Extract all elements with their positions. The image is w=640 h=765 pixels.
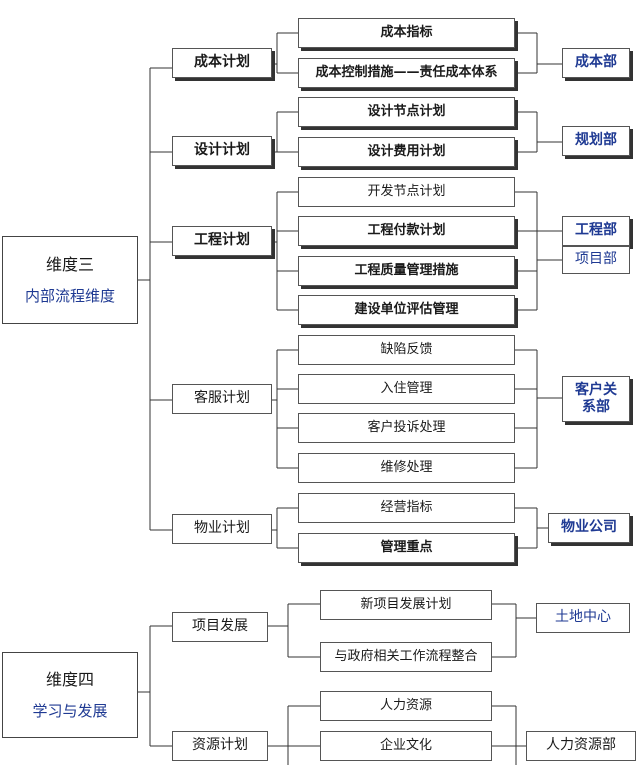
dept-project: 项目部 — [562, 246, 630, 274]
task-contractor-evaluation: 建设单位评估管理 — [298, 295, 515, 325]
task-business-indicator: 经营指标 — [298, 493, 515, 523]
plan-project-development: 项目发展 — [172, 612, 268, 642]
task-payment-plan: 工程付款计划 — [298, 216, 515, 246]
plan-customer-service: 客服计划 — [172, 384, 272, 414]
task-quality-measures: 工程质量管理措施 — [298, 256, 515, 286]
plan-resources: 资源计划 — [172, 731, 268, 761]
dept-customer-relations: 客户关系部 — [562, 376, 630, 422]
task-corporate-culture: 企业文化 — [320, 731, 492, 761]
task-complaint: 客户投诉处理 — [298, 413, 515, 443]
task-dev-milestone: 开发节点计划 — [298, 177, 515, 207]
plan-design: 设计计划 — [172, 136, 272, 166]
task-design-milestone: 设计节点计划 — [298, 97, 515, 127]
plan-property: 物业计划 — [172, 514, 272, 544]
dimension4-title: 维度四 — [45, 669, 94, 689]
task-repair: 维修处理 — [298, 453, 515, 483]
dept-hr: 人力资源部 — [526, 731, 636, 761]
task-cost-control: 成本控制措施——责任成本体系 — [298, 58, 515, 88]
task-design-cost: 设计费用计划 — [298, 137, 515, 167]
task-defect-feedback: 缺陷反馈 — [298, 335, 515, 365]
task-cost-indicator: 成本指标 — [298, 18, 515, 48]
dimension3-subtitle: 内部流程维度 — [24, 286, 115, 305]
dimension4-subtitle: 学习与发展 — [32, 701, 108, 720]
task-government-workflow: 与政府相关工作流程整合 — [320, 642, 492, 672]
dimension3-title: 维度三 — [45, 254, 94, 274]
plan-cost: 成本计划 — [172, 48, 272, 78]
dept-planning: 规划部 — [562, 126, 630, 156]
task-new-project: 新项目发展计划 — [320, 590, 492, 620]
dimension4-box: 维度四 学习与发展 — [2, 652, 138, 738]
dept-engineering: 工程部 — [562, 216, 630, 246]
plan-engineering: 工程计划 — [172, 226, 272, 256]
dept-land-center: 土地中心 — [536, 603, 630, 633]
task-human-resources: 人力资源 — [320, 691, 492, 721]
dept-cost: 成本部 — [562, 48, 630, 78]
dept-property-company: 物业公司 — [548, 513, 630, 543]
task-move-in: 入住管理 — [298, 374, 515, 404]
task-management-focus: 管理重点 — [298, 533, 515, 563]
dimension3-box: 维度三 内部流程维度 — [2, 236, 138, 324]
